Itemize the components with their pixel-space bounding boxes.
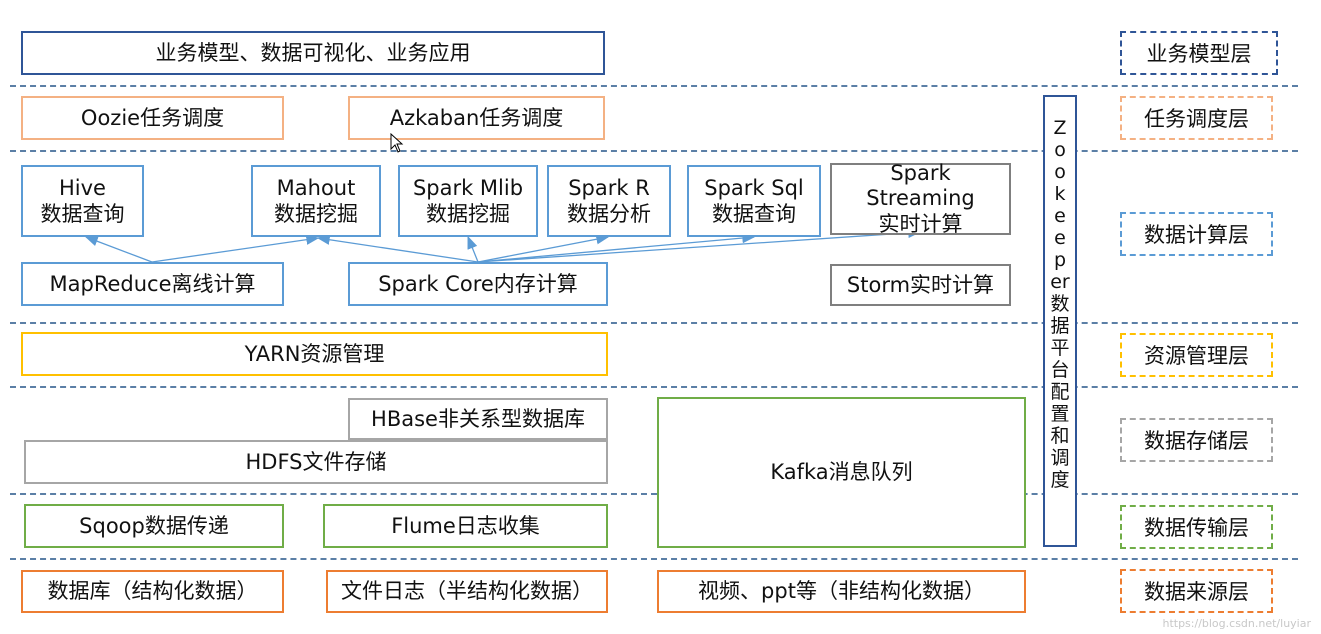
spark-streaming-label-2: Streaming	[866, 186, 975, 211]
spark-r-label: Spark R	[568, 175, 650, 200]
spark-sql-label: Spark Sql	[704, 175, 804, 200]
watermark: https://blog.csdn.net/luyiar	[1162, 617, 1311, 630]
azkaban-label: Azkaban任务调度	[389, 105, 564, 130]
hdfs-box: HDFS文件存储	[24, 440, 608, 484]
business-apps-box: 业务模型、数据可视化、业务应用	[21, 31, 605, 75]
layer-compute-label: 数据计算层	[1144, 223, 1249, 247]
layer-scheduling: 任务调度层	[1120, 96, 1273, 140]
layer-separator	[10, 493, 1298, 495]
spark-mlib-box: Spark Mlib 数据挖掘	[398, 165, 538, 237]
layer-transport-label: 数据传输层	[1144, 516, 1249, 540]
arrow-sparkcore-to-streaming	[477, 227, 922, 263]
business-apps-label: 业务模型、数据可视化、业务应用	[155, 40, 471, 65]
hive-sublabel: 数据查询	[40, 202, 125, 226]
arrow-mapreduce-to-hive	[84, 236, 153, 263]
database-label: 数据库（结构化数据）	[47, 579, 258, 604]
layer-separator	[10, 85, 1298, 87]
layer-storage-label: 数据存储层	[1144, 429, 1249, 453]
spark-streaming-box: Spark Streaming 实时计算	[830, 161, 1011, 236]
file-log-label: 文件日志（半结构化数据）	[341, 579, 593, 604]
layer-separator	[10, 150, 1298, 152]
zookeeper-label: Zookeeper数据平台配置和调度	[1050, 117, 1070, 491]
azkaban-box: Azkaban任务调度	[348, 96, 605, 140]
file-log-box: 文件日志（半结构化数据）	[326, 570, 608, 613]
zookeeper-box: Zookeeper数据平台配置和调度	[1043, 95, 1077, 547]
mapreduce-box: MapReduce离线计算	[21, 262, 284, 306]
arrow-sparkcore-to-sparkr	[477, 234, 610, 263]
yarn-box: YARN资源管理	[21, 332, 608, 376]
layer-source: 数据来源层	[1120, 569, 1273, 613]
hbase-box: HBase非关系型数据库	[348, 398, 608, 440]
mouse-cursor-icon	[390, 133, 404, 153]
arrow-sparkcore-to-sparksql	[477, 232, 756, 263]
flume-box: Flume日志收集	[323, 504, 608, 548]
spark-mlib-label: Spark Mlib	[412, 175, 524, 200]
spark-sql-box: Spark Sql 数据查询	[687, 165, 821, 237]
sqoop-label: Sqoop数据传递	[79, 513, 229, 538]
arrow-mapreduce-to-mahout	[151, 234, 320, 263]
oozie-label: Oozie任务调度	[80, 105, 225, 130]
storm-label: Storm实时计算	[846, 272, 995, 297]
kafka-box: Kafka消息队列	[657, 397, 1026, 548]
spark-r-sublabel: 数据分析	[567, 202, 651, 226]
hdfs-label: HDFS文件存储	[245, 449, 387, 474]
layer-separator	[10, 386, 1298, 388]
mahout-box: Mahout 数据挖掘	[251, 165, 381, 237]
spark-core-box: Spark Core内存计算	[348, 262, 608, 306]
kafka-label: Kafka消息队列	[770, 460, 913, 485]
layer-scheduling-label: 任务调度层	[1144, 107, 1249, 131]
storm-box: Storm实时计算	[830, 264, 1011, 306]
layer-storage: 数据存储层	[1120, 418, 1273, 462]
video-ppt-label: 视频、ppt等（非结构化数据）	[698, 579, 985, 604]
spark-streaming-label: Spark	[890, 161, 951, 186]
video-ppt-box: 视频、ppt等（非结构化数据）	[657, 570, 1026, 613]
layer-resource-label: 资源管理层	[1144, 344, 1249, 368]
arrow-sparkcore-to-mahout	[316, 234, 479, 263]
layer-transport: 数据传输层	[1120, 505, 1273, 549]
sqoop-box: Sqoop数据传递	[24, 504, 284, 548]
spark-sql-sublabel: 数据查询	[712, 202, 796, 226]
spark-r-box: Spark R 数据分析	[547, 165, 671, 237]
mahout-label: Mahout	[276, 175, 356, 200]
layer-business: 业务模型层	[1120, 31, 1278, 75]
layer-compute: 数据计算层	[1120, 212, 1273, 256]
layer-separator	[10, 558, 1298, 560]
layer-resource: 资源管理层	[1120, 333, 1273, 377]
layer-business-label: 业务模型层	[1146, 42, 1252, 66]
database-box: 数据库（结构化数据）	[21, 570, 284, 613]
yarn-label: YARN资源管理	[244, 341, 385, 366]
mapreduce-label: MapReduce离线计算	[49, 271, 256, 296]
hive-box: Hive 数据查询	[21, 165, 144, 237]
spark-streaming-sublabel: 实时计算	[878, 211, 963, 236]
layer-separator	[10, 322, 1298, 324]
mahout-sublabel: 数据挖掘	[274, 202, 358, 226]
oozie-box: Oozie任务调度	[21, 96, 284, 140]
arrow-sparkcore-to-mlib	[467, 235, 479, 263]
hive-label: Hive	[59, 175, 106, 200]
flume-label: Flume日志收集	[391, 513, 540, 538]
hbase-label: HBase非关系型数据库	[371, 406, 585, 431]
spark-core-label: Spark Core内存计算	[378, 271, 578, 296]
layer-source-label: 数据来源层	[1144, 580, 1249, 604]
spark-mlib-sublabel: 数据挖掘	[426, 202, 510, 226]
